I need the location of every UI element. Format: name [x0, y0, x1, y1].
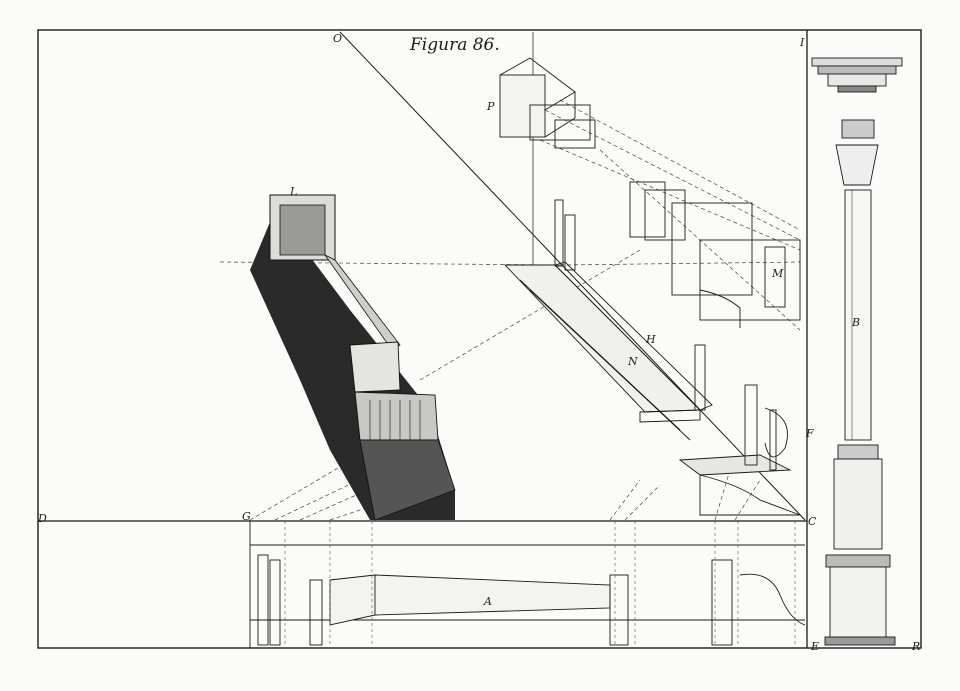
pedestal-L: [250, 194, 456, 521]
outer-border: [37, 29, 922, 649]
label-O: O: [333, 32, 343, 45]
label-E: E: [811, 640, 820, 653]
label-R: R: [912, 640, 921, 653]
label-G: G: [242, 510, 251, 523]
label-N: N: [628, 355, 638, 368]
label-I: I: [800, 36, 805, 49]
column-B: [811, 57, 903, 646]
label-A: A: [484, 595, 492, 608]
plan-A: [249, 520, 806, 649]
construction-lines: [219, 99, 801, 521]
label-L: L: [290, 185, 298, 198]
label-H: H: [646, 333, 656, 346]
label-M: M: [772, 267, 784, 280]
cornice-HN: [503, 199, 801, 516]
label-P: P: [487, 100, 495, 113]
label-F: F: [806, 427, 814, 440]
figure-title: Figura 86.: [410, 35, 500, 55]
box-P: [499, 57, 801, 328]
label-B: B: [852, 316, 861, 329]
plan-verticals: [284, 521, 796, 645]
diagonal-line-OC: [339, 31, 806, 521]
label-C: C: [808, 515, 817, 528]
label-D: D: [38, 512, 47, 525]
